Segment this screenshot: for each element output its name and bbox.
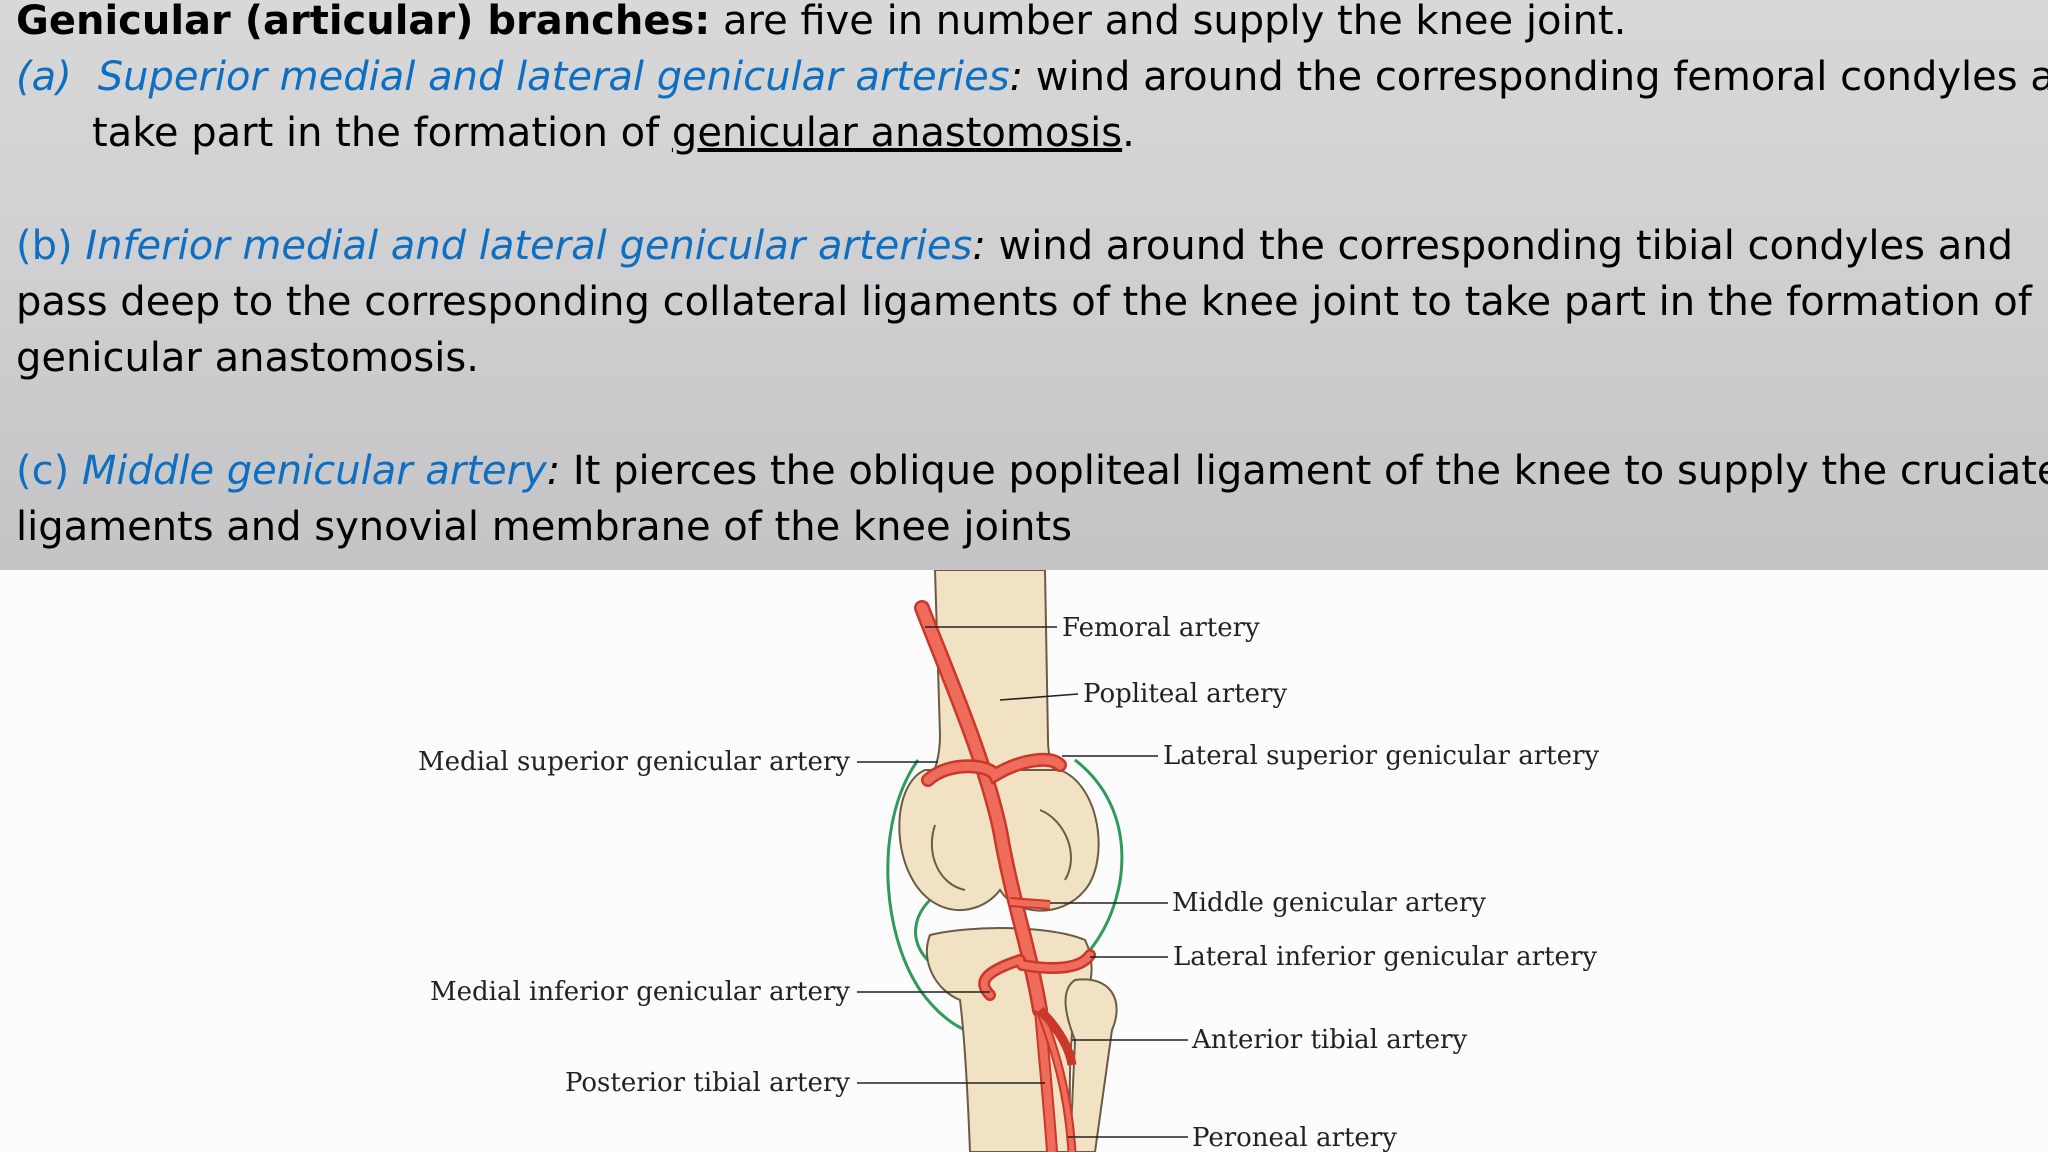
label-anterior-tibial: Anterior tibial artery (1191, 1025, 1467, 1055)
item-b-text: wind around the corresponding tibial con… (985, 223, 2013, 269)
femoral-popliteal-artery-fill (916, 602, 1046, 1016)
label-middle-genicular: Middle genicular artery (1172, 888, 1486, 918)
knee-artery-diagram: Femoral artery Popliteal artery Medial s… (0, 570, 2048, 1152)
text-panel: Genicular (articular) branches: are five… (0, 0, 2048, 570)
fibula (1064, 978, 1118, 1152)
label-lateral-superior-genicular: Lateral superior genicular artery (1163, 741, 1599, 771)
posterior-tibial-artery-fill (1036, 1009, 1056, 1152)
item-a-text: wind around the corresponding femoral co… (1023, 54, 2048, 100)
item-c-colon: : (546, 448, 561, 494)
condyle-line-2 (1039, 809, 1072, 881)
item-b-line3: genicular anastomosis. (16, 335, 479, 381)
label-peroneal: Peroneal artery (1192, 1123, 1397, 1152)
item-b-line1: (b) Inferior medial and lateral genicula… (16, 218, 2013, 274)
item-c-line1: (c) Middle genicular artery: It pierces … (16, 443, 2048, 499)
anterior-tibial-artery-line (1036, 1006, 1077, 1066)
item-c-text: It pierces the oblique popliteal ligamen… (560, 448, 2048, 494)
label-femoral-artery: Femoral artery (1062, 613, 1260, 643)
item-a-line1: (a) Superior medial and lateral genicular… (16, 49, 2048, 105)
genicular-anastomosis-link[interactable]: genicular anastomosis (671, 110, 1123, 156)
item-b-title: Inferior medial and lateral genicular ar… (85, 223, 973, 269)
label-lateral-inferior-genicular: Lateral inferior genicular artery (1173, 942, 1597, 972)
inferior-genicular-branches-fill (980, 951, 1094, 999)
item-c-marker: (c) (16, 448, 70, 494)
intro-line: Genicular (articular) branches: are five… (16, 0, 1626, 49)
item-b-line2: pass deep to the corresponding collatera… (16, 279, 2032, 325)
intro-text: are five in number and supply the knee j… (710, 0, 1627, 44)
item-a-text-2: take part in the formation of (92, 110, 672, 156)
middle-genicular-branch-fill (1009, 899, 1051, 908)
item-c-title: Middle genicular artery (81, 448, 547, 494)
intro-heading: Genicular (articular) branches: (16, 0, 711, 44)
condyle-line-1 (930, 824, 966, 891)
item-b-marker: (b) (16, 223, 73, 269)
item-a-marker: (a) (16, 54, 72, 100)
item-a-line2: take part in the formation of genicular … (92, 105, 1135, 161)
label-medial-superior-genicular: Medial superior genicular artery (418, 747, 850, 777)
label-posterior-tibial: Posterior tibial artery (565, 1068, 850, 1098)
item-a-title: Superior medial and lateral genicular ar… (97, 54, 1010, 100)
knee-illustration: Femoral artery Popliteal artery Medial s… (418, 570, 1599, 1152)
item-c-line2: ligaments and synovial membrane of the k… (16, 504, 1072, 550)
item-a-colon: : (1009, 54, 1024, 100)
label-popliteal-artery: Popliteal artery (1083, 679, 1287, 709)
item-a-period: . (1122, 110, 1135, 156)
leader-popliteal (999, 693, 1079, 701)
peroneal-artery-fill (1037, 1009, 1075, 1152)
label-medial-inferior-genicular: Medial inferior genicular artery (430, 977, 850, 1007)
item-b-colon: : (972, 223, 986, 269)
superior-genicular-branches-fill (923, 755, 1065, 785)
